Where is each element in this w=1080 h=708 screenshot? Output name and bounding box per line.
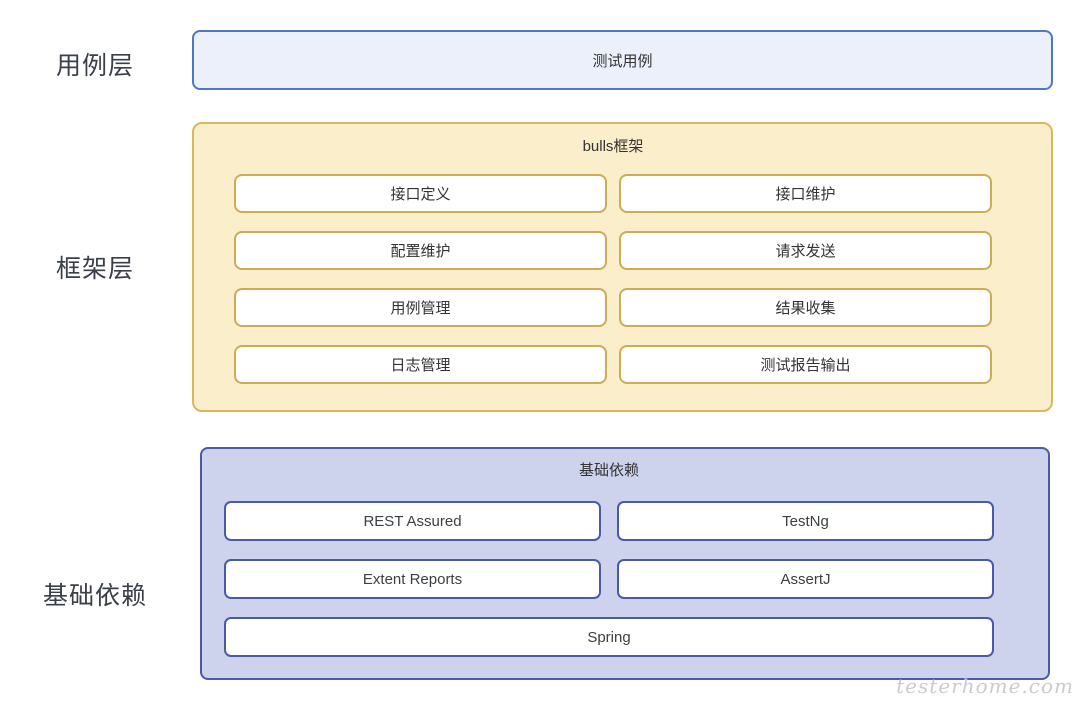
layer-label-framework: 框架层 <box>55 255 134 283</box>
module-box-interface-maintenance: 接口维护 <box>619 174 992 213</box>
dependency-box-assertj: AssertJ <box>617 559 994 599</box>
layer-label-use-case: 用例层 <box>55 52 134 80</box>
module-box-result-collection: 结果收集 <box>619 288 992 327</box>
module-box-request-sending: 请求发送 <box>619 231 992 270</box>
dependency-box-testng: TestNg <box>617 501 994 541</box>
layer-label-base-dependencies: 基础依赖 <box>42 582 147 610</box>
dependency-box-rest-assured: REST Assured <box>224 501 601 541</box>
use-case-box: 测试用例 <box>192 30 1053 90</box>
dependency-box-extent-reports: Extent Reports <box>224 559 601 599</box>
module-box-case-management: 用例管理 <box>234 288 607 327</box>
module-box-config-maintenance: 配置维护 <box>234 231 607 270</box>
dependency-box-spring: Spring <box>224 617 994 657</box>
module-box-interface-definition: 接口定义 <box>234 174 607 213</box>
base-container-title: 基础依赖 <box>578 462 639 479</box>
base-dependency-grid: REST Assured TestNg Extent Reports Asser… <box>224 501 994 657</box>
framework-container-title: bulls框架 <box>582 138 644 155</box>
module-box-test-report-output: 测试报告输出 <box>619 345 992 384</box>
framework-container: bulls框架 接口定义 接口维护 配置维护 请求发送 用例管理 结果收集 日志… <box>192 122 1053 412</box>
base-dependencies-container: 基础依赖 REST Assured TestNg Extent Reports … <box>200 447 1050 680</box>
module-box-log-management: 日志管理 <box>234 345 607 384</box>
framework-module-grid: 接口定义 接口维护 配置维护 请求发送 用例管理 结果收集 日志管理 测试报告输… <box>234 174 992 384</box>
